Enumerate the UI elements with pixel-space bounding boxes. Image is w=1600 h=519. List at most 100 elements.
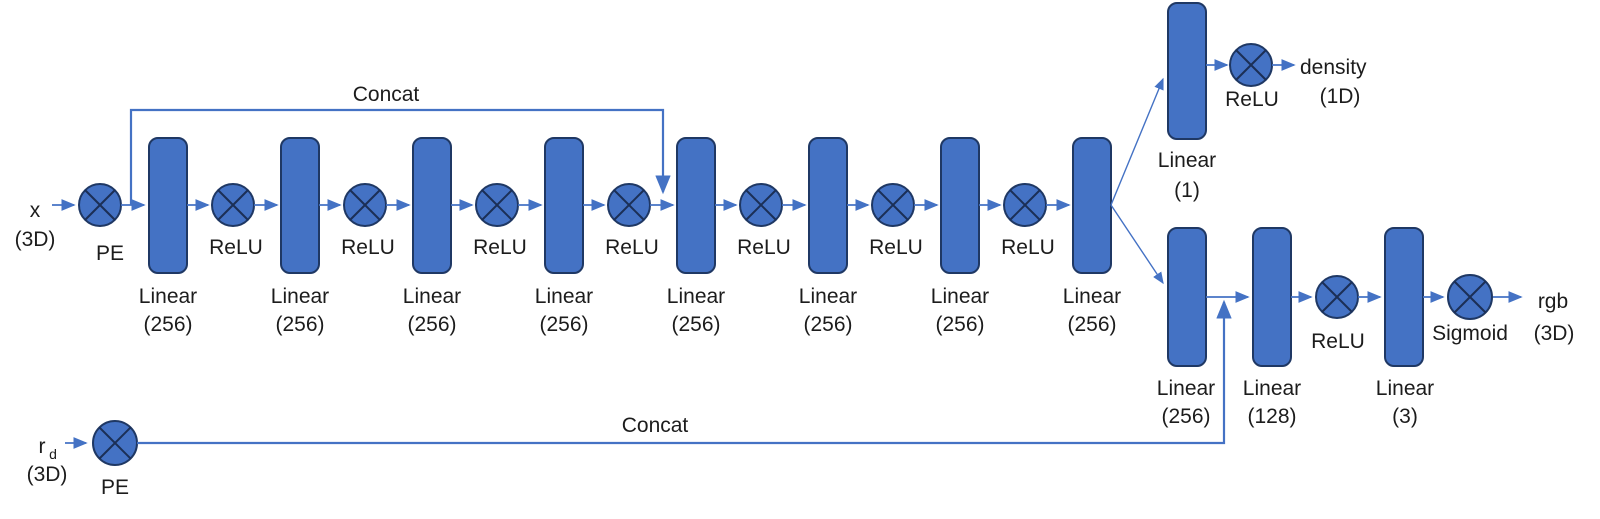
relu-label: ReLU bbox=[209, 236, 263, 259]
pe-node-direction: PE bbox=[92, 420, 138, 499]
sigmoid-node: Sigmoid bbox=[1432, 274, 1508, 345]
linear-block-3: Linear (256) bbox=[403, 137, 461, 336]
linear-block-rect bbox=[1252, 227, 1292, 367]
linear-block-rect bbox=[1167, 2, 1207, 140]
linear-block-dim: (256) bbox=[1161, 405, 1210, 428]
branch-line-density bbox=[1110, 77, 1164, 206]
relu-node-density: ReLU bbox=[1225, 43, 1279, 111]
rgb-output-label: rgb bbox=[1538, 290, 1568, 313]
direction-input: r d (3D) bbox=[27, 435, 88, 486]
cross-icon bbox=[613, 189, 645, 221]
input-rd-subscript: d bbox=[49, 446, 57, 462]
linear-block-label: Linear bbox=[1158, 149, 1216, 172]
relu-label: ReLU bbox=[869, 236, 923, 259]
relu-label: ReLU bbox=[473, 236, 527, 259]
relu-label: ReLU bbox=[605, 236, 659, 259]
relu-label: ReLU bbox=[1001, 236, 1055, 259]
linear-block-2: Linear (256) bbox=[271, 137, 329, 336]
linear-block-rect bbox=[808, 137, 848, 274]
input-rd-label: r bbox=[39, 435, 46, 458]
linear-128-block: Linear (128) bbox=[1243, 227, 1301, 428]
view-concat-label: Concat bbox=[622, 414, 689, 437]
view-concat-line bbox=[137, 299, 1232, 445]
linear-block-dim: (256) bbox=[143, 313, 192, 336]
input-x-dim: (3D) bbox=[15, 228, 56, 251]
linear-block-label: Linear bbox=[1063, 285, 1121, 308]
density-output-label: density bbox=[1300, 56, 1367, 79]
cross-icon bbox=[877, 189, 909, 221]
linear-block-label: Linear bbox=[1376, 377, 1434, 400]
linear-block-dim: (1) bbox=[1174, 179, 1200, 202]
cross-icon bbox=[481, 189, 513, 221]
linear-block-rect bbox=[1384, 227, 1424, 367]
linear-block-label: Linear bbox=[931, 285, 989, 308]
linear-block-dim: (256) bbox=[275, 313, 324, 336]
cross-icon bbox=[84, 189, 116, 221]
relu-label: ReLU bbox=[737, 236, 791, 259]
linear-3-block: Linear (3) bbox=[1376, 227, 1434, 428]
linear-block-label: Linear bbox=[535, 285, 593, 308]
relu-node-5: ReLU bbox=[737, 183, 791, 259]
linear-block-8: Linear (256) bbox=[1063, 137, 1121, 336]
branch-line-rgb bbox=[1110, 204, 1164, 285]
linear-block-label: Linear bbox=[667, 285, 725, 308]
linear-block-6: Linear (256) bbox=[799, 137, 857, 336]
linear-256-block: Linear (256) bbox=[1157, 227, 1215, 428]
cross-icon bbox=[1321, 281, 1353, 313]
relu-node-rgb: ReLU bbox=[1311, 275, 1365, 353]
relu-node-6: ReLU bbox=[869, 183, 923, 259]
linear-block-label: Linear bbox=[139, 285, 197, 308]
relu-node-1: ReLU bbox=[209, 183, 263, 259]
linear-block-5: Linear (256) bbox=[667, 137, 725, 336]
linear-block-dim: (256) bbox=[407, 313, 456, 336]
linear-block-rect bbox=[412, 137, 452, 274]
relu-label: ReLU bbox=[341, 236, 395, 259]
linear-block-rect bbox=[1072, 137, 1112, 274]
cross-icon bbox=[98, 426, 132, 460]
sigmoid-label: Sigmoid bbox=[1432, 322, 1508, 345]
linear-block-label: Linear bbox=[403, 285, 461, 308]
linear-block-label: Linear bbox=[1243, 377, 1301, 400]
relu-node-4: ReLU bbox=[605, 183, 659, 259]
linear-block-dim: (256) bbox=[803, 313, 852, 336]
linear-block-rect bbox=[148, 137, 188, 274]
relu-label: ReLU bbox=[1311, 330, 1365, 353]
linear-block-label: Linear bbox=[1157, 377, 1215, 400]
linear-block-dim: (256) bbox=[671, 313, 720, 336]
skip-connection-line bbox=[129, 108, 671, 205]
linear-block-1: Linear (256) bbox=[139, 137, 197, 336]
density-branch: Linear (1) ReLU density (1D) bbox=[1158, 2, 1367, 202]
relu-node-7: ReLU bbox=[1001, 183, 1055, 259]
cross-icon bbox=[1235, 49, 1267, 81]
linear-block-rect bbox=[940, 137, 980, 274]
pe-node-position: PE bbox=[78, 183, 124, 265]
relu-label: ReLU bbox=[1225, 88, 1279, 111]
cross-icon bbox=[1009, 189, 1041, 221]
cross-icon bbox=[349, 189, 381, 221]
linear-block-dim: (256) bbox=[1067, 313, 1116, 336]
position-input: x (3D) bbox=[15, 199, 76, 251]
skip-connection: Concat bbox=[129, 83, 671, 205]
linear-block-label: Linear bbox=[271, 285, 329, 308]
linear-block-4: Linear (256) bbox=[535, 137, 593, 336]
linear-block-dim: (256) bbox=[539, 313, 588, 336]
linear-block-rect bbox=[676, 137, 716, 274]
relu-node-2: ReLU bbox=[341, 183, 395, 259]
pe-label: PE bbox=[101, 476, 129, 499]
linear-block-rect bbox=[1167, 227, 1207, 367]
input-rd-dim: (3D) bbox=[27, 463, 68, 486]
linear-block-dim: (256) bbox=[935, 313, 984, 336]
linear-block-dim: (128) bbox=[1247, 405, 1296, 428]
input-x-label: x bbox=[30, 199, 41, 222]
linear-block-rect bbox=[280, 137, 320, 274]
pe-label: PE bbox=[96, 242, 124, 265]
linear-block-label: Linear bbox=[799, 285, 857, 308]
cross-icon bbox=[745, 189, 777, 221]
rgb-branch: Linear (256) Linear (128) ReLU Linear (3… bbox=[1157, 227, 1574, 428]
cross-icon bbox=[1453, 280, 1487, 314]
linear-block-dim: (3) bbox=[1392, 405, 1418, 428]
linear-1-block: Linear (1) bbox=[1158, 2, 1216, 202]
linear-block-7: Linear (256) bbox=[931, 137, 989, 336]
